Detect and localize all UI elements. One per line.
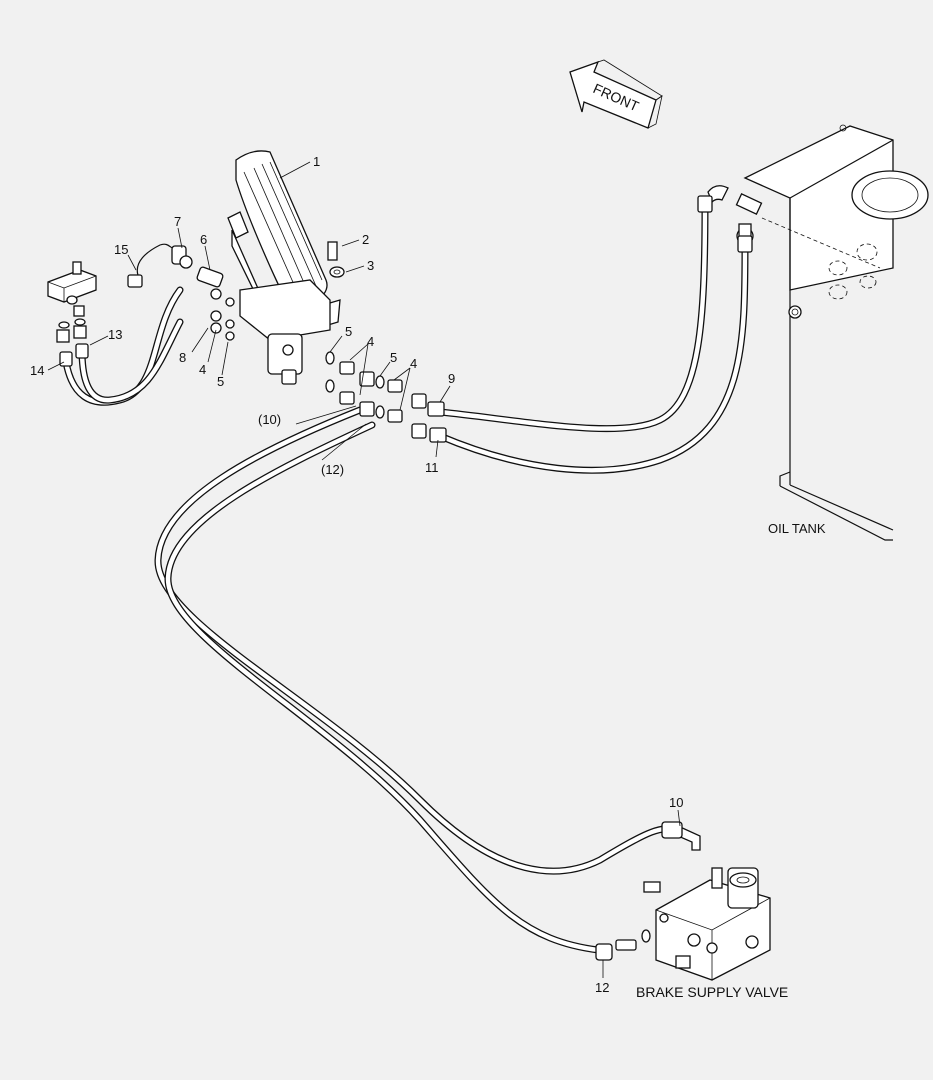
callout-4-a: 4 — [367, 334, 374, 349]
tank-return-hoses — [436, 195, 753, 474]
tank-fittings — [707, 185, 763, 247]
callout-13: 13 — [108, 327, 122, 342]
callout-5-b: 5 — [390, 350, 397, 365]
callout-12-ref: (12) — [321, 462, 344, 477]
callout-6: 6 — [200, 232, 207, 247]
callout-4-b: 4 — [410, 356, 417, 371]
oil-tank-label: OIL TANK — [768, 521, 826, 536]
brake-supply-hoses — [154, 406, 684, 954]
leader-lines — [47, 161, 681, 978]
brake-pedal-assembly — [227, 150, 345, 385]
callouts: 1 2 3 4 4 4 5 5 5 6 7 8 9 10 (10) 11 12 … — [30, 154, 683, 995]
oil-tank — [743, 124, 929, 541]
pilot-hoses — [62, 286, 184, 406]
callout-11: 11 — [425, 460, 439, 475]
callout-5-a: 5 — [345, 324, 352, 339]
callout-7: 7 — [174, 214, 181, 229]
brake-supply-valve — [595, 821, 771, 981]
callout-12: 12 — [595, 980, 609, 995]
callout-15: 15 — [114, 242, 128, 257]
tee-block — [47, 261, 97, 367]
callout-3: 3 — [367, 258, 374, 273]
callout-1: 1 — [313, 154, 320, 169]
callout-10-ref: (10) — [258, 412, 281, 427]
callout-10: 10 — [669, 795, 683, 810]
pressure-switch — [127, 243, 193, 288]
callout-2: 2 — [362, 232, 369, 247]
callout-14: 14 — [30, 363, 44, 378]
brake-supply-valve-label: BRAKE SUPPLY VALVE — [636, 984, 788, 1000]
callout-4-c: 4 — [199, 362, 206, 377]
callout-8: 8 — [179, 350, 186, 365]
pedal-fittings — [196, 266, 447, 443]
callout-5-c: 5 — [217, 374, 224, 389]
callout-9: 9 — [448, 371, 455, 386]
front-direction-arrow: FRONT — [569, 59, 663, 129]
